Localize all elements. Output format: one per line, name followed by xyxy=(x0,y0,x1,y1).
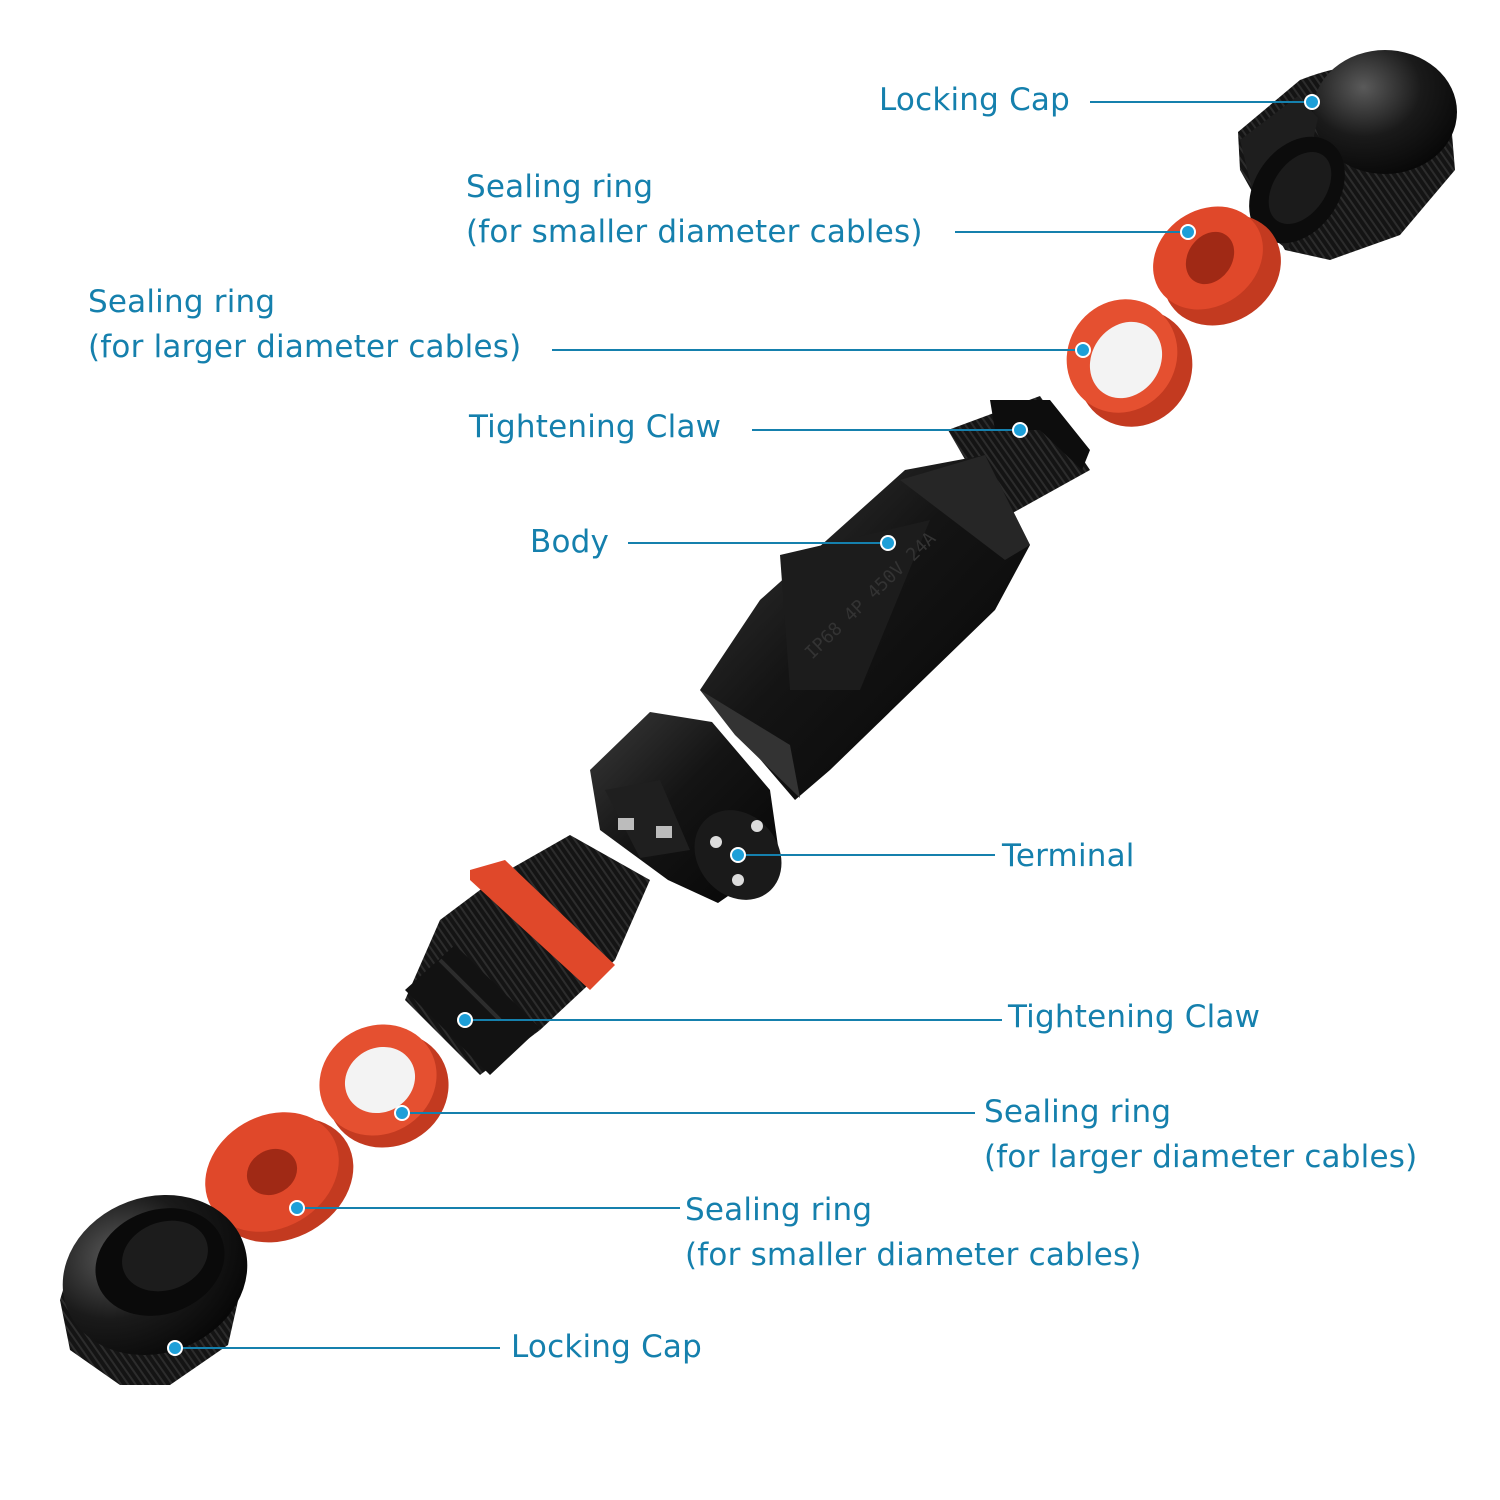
marker-sealing-large-top xyxy=(1075,342,1091,358)
label-sealing-ring-large-top: Sealing ring (for larger diameter cables… xyxy=(88,280,521,370)
label-locking-cap-top: Locking Cap xyxy=(878,82,1070,118)
label-sealing-ring-small-top-line2: (for smaller diameter cables) xyxy=(466,214,923,250)
marker-sealing-small-top xyxy=(1180,224,1196,240)
leader-lines xyxy=(175,101,1312,1349)
label-sealing-ring-small-top-line1: Sealing ring xyxy=(466,169,654,205)
label-terminal: Terminal xyxy=(1002,838,1135,874)
label-sealing-ring-large-top-line1: Sealing ring xyxy=(88,284,276,320)
marker-sealing-small-bottom xyxy=(289,1200,305,1216)
label-locking-cap-bottom: Locking Cap xyxy=(511,1329,703,1365)
marker-dots xyxy=(167,94,1320,1356)
label-sealing-ring-small-bottom-line2: (for smaller diameter cables) xyxy=(685,1237,1142,1273)
marker-terminal xyxy=(730,847,746,863)
locking-cap-bottom xyxy=(60,1194,248,1385)
tightening-claw-bottom xyxy=(405,835,650,1075)
marker-locking-cap-bottom xyxy=(167,1340,183,1356)
sealing-ring-small-bottom xyxy=(205,1112,354,1243)
marker-body xyxy=(880,535,896,551)
marker-locking-cap-top xyxy=(1304,94,1320,110)
label-tightening-claw-bottom: Tightening Claw xyxy=(1008,999,1261,1035)
label-sealing-ring-small-bottom-line1: Sealing ring xyxy=(685,1192,873,1228)
marker-tightening-claw-bottom xyxy=(457,1012,473,1028)
label-body: Body xyxy=(530,524,610,560)
label-sealing-ring-small-bottom: Sealing ring (for smaller diameter cable… xyxy=(685,1188,1142,1278)
locking-cap-top xyxy=(1238,50,1457,260)
label-sealing-ring-large-bottom-line1: Sealing ring xyxy=(984,1094,1172,1130)
label-sealing-ring-small-top: Sealing ring (for smaller diameter cable… xyxy=(466,165,923,255)
label-tightening-claw-top: Tightening Claw xyxy=(469,409,722,445)
label-sealing-ring-large-bottom: Sealing ring (for larger diameter cables… xyxy=(984,1090,1417,1180)
sealing-ring-large-top xyxy=(1066,299,1193,427)
connector-body: IP68 4P 450V 24A xyxy=(700,396,1090,800)
marker-sealing-large-bottom xyxy=(394,1105,410,1121)
marker-tightening-claw-top xyxy=(1012,422,1028,438)
label-sealing-ring-large-bottom-line2: (for larger diameter cables) xyxy=(984,1139,1418,1175)
label-sealing-ring-large-top-line2: (for larger diameter cables) xyxy=(88,329,522,365)
